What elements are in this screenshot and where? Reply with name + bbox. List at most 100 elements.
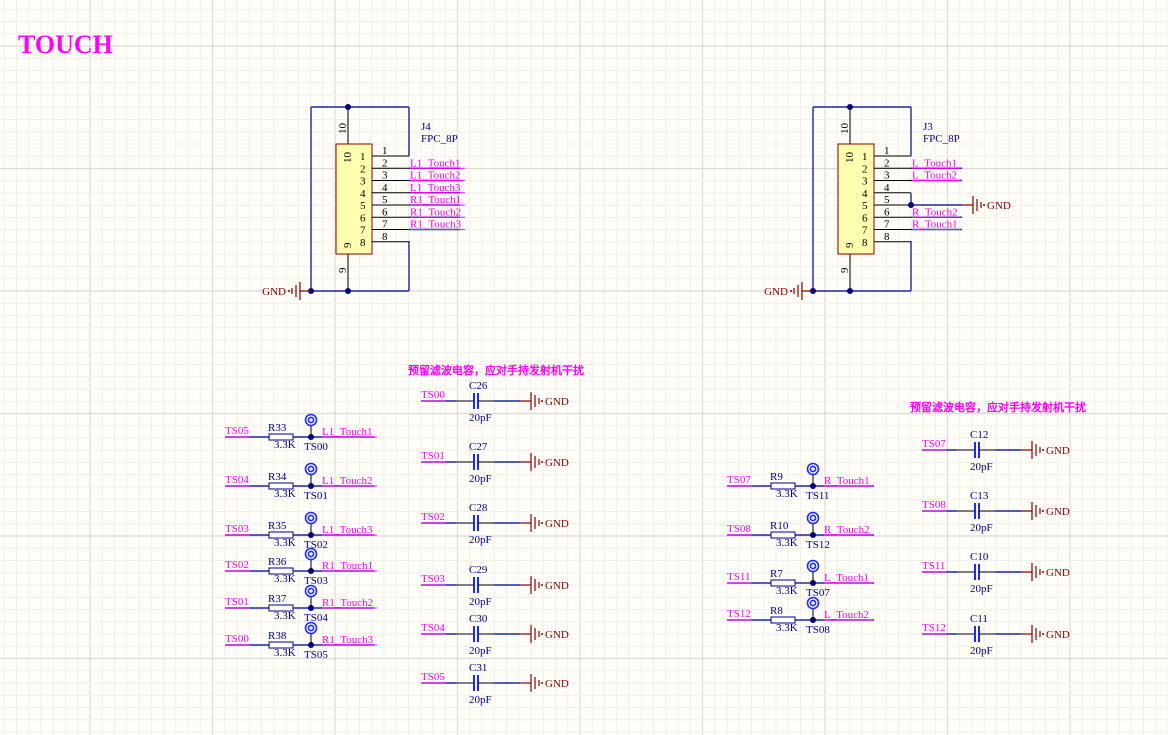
resistor-value: 3.3K bbox=[274, 439, 296, 451]
ground-dot bbox=[541, 633, 543, 635]
pin-number-inside: 7 bbox=[862, 225, 868, 237]
testpoint-label: TS00 bbox=[304, 441, 328, 453]
filter-note-right: 预留滤波电容，应对手持发射机干扰 bbox=[910, 400, 1086, 414]
body-pin-9: 9 bbox=[844, 242, 856, 248]
ground-dot bbox=[541, 522, 543, 524]
net-label: R1_Touch3 bbox=[410, 219, 462, 231]
ground-symbol: GND bbox=[962, 196, 1011, 214]
capacitor-value: 20pF bbox=[469, 694, 492, 706]
ground-dot bbox=[1042, 571, 1044, 573]
resistor-designator: R38 bbox=[268, 630, 287, 642]
net-label-in: TS11 bbox=[727, 571, 750, 583]
capacitor-designator: C28 bbox=[469, 502, 488, 514]
pin-number-inside: 8 bbox=[360, 237, 366, 249]
testpoint-outer bbox=[304, 462, 318, 476]
ground-symbol: GND bbox=[1021, 563, 1070, 581]
ground-dot bbox=[1042, 449, 1044, 451]
resistor-value: 3.3K bbox=[274, 573, 296, 585]
resistor-designator: R10 bbox=[770, 520, 789, 532]
testpoint-outer bbox=[806, 511, 820, 525]
pin-number-outside: 8 bbox=[382, 231, 388, 243]
capacitor-designator: C31 bbox=[469, 662, 487, 674]
ground-symbol: GND bbox=[520, 453, 569, 471]
ground-symbol: GND bbox=[1021, 625, 1070, 643]
capacitor-value: 20pF bbox=[469, 596, 492, 608]
net-label-in: TS02 bbox=[225, 559, 249, 571]
capacitor-value: 20pF bbox=[469, 534, 492, 546]
resistor-designator: R8 bbox=[770, 605, 783, 617]
testpoint-outer bbox=[806, 462, 820, 476]
body-pin-9: 9 bbox=[342, 242, 354, 248]
ground-label: GND bbox=[545, 457, 569, 469]
resistor-value: 3.3K bbox=[776, 488, 798, 500]
pin-number-outside: 1 bbox=[382, 145, 388, 157]
junction-dot bbox=[345, 104, 351, 110]
net-label: TS04 bbox=[421, 622, 445, 634]
net-label: TS03 bbox=[421, 573, 445, 585]
testpoint-outer bbox=[806, 596, 820, 610]
junction-dot bbox=[345, 288, 351, 294]
connector-body bbox=[335, 143, 373, 255]
ground-label: GND bbox=[545, 518, 569, 530]
resistor-value: 3.3K bbox=[274, 610, 296, 622]
testpoint-outer bbox=[304, 547, 318, 561]
pin-number-outside: 2 bbox=[884, 157, 890, 169]
capacitor-value: 20pF bbox=[469, 473, 492, 485]
capacitor-designator: C10 bbox=[970, 551, 989, 563]
resistor-designator: R7 bbox=[770, 568, 783, 580]
ground-label: GND bbox=[1046, 629, 1070, 641]
pin-number-inside: 2 bbox=[360, 163, 366, 175]
resistor-value: 3.3K bbox=[274, 647, 296, 659]
pin-number-inside: 5 bbox=[862, 200, 868, 212]
net-label-in: TS05 bbox=[225, 425, 249, 437]
capacitor-value: 20pF bbox=[469, 412, 492, 424]
net-label: L1_Touch2 bbox=[410, 170, 461, 182]
net-label-in: TS00 bbox=[225, 633, 249, 645]
testpoint-label: TS05 bbox=[304, 649, 328, 661]
ground-dot bbox=[541, 584, 543, 586]
ground-symbol: GND bbox=[520, 625, 569, 643]
net-label-in: TS08 bbox=[727, 523, 751, 535]
net-label: TS08 bbox=[922, 499, 946, 511]
testpoint-inner bbox=[809, 599, 817, 607]
capacitor-designator: C26 bbox=[469, 380, 488, 392]
pin-number-inside: 1 bbox=[862, 151, 868, 163]
pin-number-outside: 5 bbox=[382, 194, 388, 206]
net-label: R_Touch2 bbox=[912, 206, 958, 218]
testpoint-inner bbox=[307, 587, 315, 595]
pin-number-outside: 4 bbox=[884, 182, 890, 194]
junction-dot bbox=[847, 288, 853, 294]
capacitor-group-right: 预留滤波电容，应对手持发射机干扰 TS07C1220pFGNDTS08C1320… bbox=[910, 400, 1086, 657]
testpoint-inner bbox=[307, 514, 315, 522]
net-label: L_Touch2 bbox=[912, 170, 957, 182]
connector-body bbox=[837, 143, 875, 255]
resistor-value: 3.3K bbox=[776, 537, 798, 549]
filter-note-left: 预留滤波电容，应对手持发射机干扰 bbox=[408, 363, 584, 377]
shield-pin-label: 10 bbox=[337, 123, 349, 135]
capacitor-designator: C11 bbox=[970, 613, 988, 625]
pin-number-inside: 8 bbox=[862, 237, 868, 249]
ground-dot bbox=[541, 461, 543, 463]
capacitor-value: 20pF bbox=[970, 583, 993, 595]
net-label-out: L1_Touch1 bbox=[322, 426, 373, 438]
resistor-designator: R37 bbox=[268, 593, 287, 605]
net-label-out: R1_Touch2 bbox=[322, 597, 373, 609]
pin-number-inside: 3 bbox=[862, 176, 868, 188]
ground-label: GND bbox=[764, 286, 788, 298]
testpoint-inner bbox=[307, 465, 315, 473]
ground-label: GND bbox=[987, 200, 1011, 212]
